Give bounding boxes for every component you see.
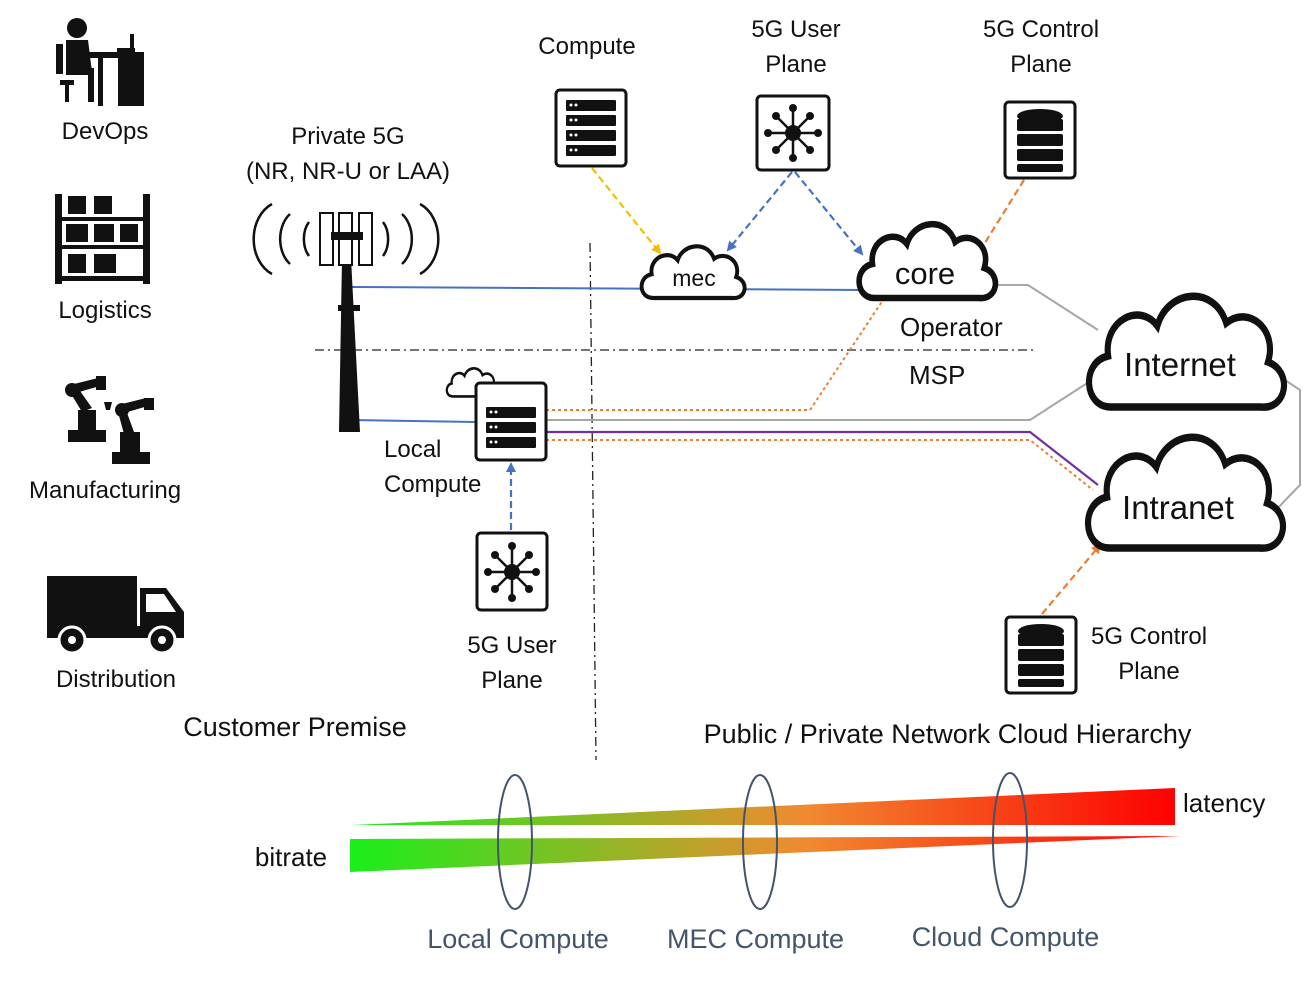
- industry-label-distribution: Distribution: [55, 666, 177, 693]
- private-5g-subtitle: (NR, NR-U or LAA): [245, 158, 450, 185]
- local-user-plane-label-line1: 5G User: [467, 632, 557, 659]
- latency-wedge: [352, 788, 1175, 825]
- bottom-control-plane-label-line1: 5G Control: [1090, 623, 1208, 650]
- warehouse-shelves-icon: [55, 194, 150, 284]
- local-to-core-control-link: [546, 299, 884, 411]
- local-user-plane-hub-icon[interactable]: [475, 531, 549, 612]
- worker-at-desk-icon: [56, 18, 144, 106]
- core-to-internet-link: [990, 284, 1099, 331]
- tier-label-mec: MEC Compute: [666, 924, 845, 954]
- userplane-to-mec-arrow: [726, 171, 793, 252]
- robot-arms-icon: [65, 376, 154, 464]
- compute-label: Compute: [538, 33, 636, 60]
- tier-label-local: Local Compute: [427, 924, 609, 954]
- compute-to-mec-arrow: [591, 167, 662, 255]
- local-to-intranet-control-link: [546, 439, 1094, 491]
- private-5g-title: Private 5G: [291, 123, 405, 150]
- user-plane-label-line1: 5G User: [751, 16, 841, 43]
- industry-label-logistics: Logistics: [58, 297, 152, 324]
- mec-cloud-label: mec: [672, 265, 716, 291]
- local-user-plane-label-line2: Plane: [481, 667, 543, 694]
- control-plane-database-icon[interactable]: [1003, 100, 1077, 180]
- delivery-truck-icon: [47, 576, 184, 655]
- mec-compute-tier-ring[interactable]: [742, 774, 778, 910]
- internet-cloud-label: Internet: [1124, 346, 1236, 383]
- core-cloud-label: core: [894, 256, 956, 291]
- local-control-plane-database-icon[interactable]: [1004, 615, 1078, 695]
- compute-server-icon[interactable]: [554, 88, 628, 168]
- userplane-to-core-arrow: [794, 171, 864, 256]
- control-to-intranet-arrow: [1041, 543, 1102, 615]
- msp-zone-label: MSP: [909, 360, 966, 390]
- bitrate-wedge: [350, 836, 1180, 872]
- radio-to-core-link: [351, 286, 863, 291]
- cloud-compute-tier-ring[interactable]: [992, 772, 1028, 908]
- user-plane-hub-icon[interactable]: [755, 94, 831, 172]
- bitrate-label: bitrate: [254, 842, 328, 872]
- radio-to-local-link: [351, 419, 477, 423]
- user-plane-label-line2: Plane: [765, 51, 827, 78]
- control-plane-label-line1: 5G Control: [982, 16, 1100, 43]
- industry-label-manufacturing: Manufacturing: [28, 477, 182, 504]
- cell-tower-icon: [252, 202, 440, 432]
- premise-divider: [589, 242, 597, 761]
- local-compute-label-line1: Local: [384, 436, 442, 463]
- latency-label: latency: [1183, 788, 1266, 818]
- control-to-core-arrow: [976, 179, 1025, 256]
- local-to-internet-link: [546, 379, 1093, 421]
- network-hierarchy-label: Public / Private Network Cloud Hierarchy: [703, 719, 1192, 749]
- industry-label-devops: DevOps: [61, 118, 149, 145]
- local-compute-tier-ring[interactable]: [497, 774, 533, 910]
- bottom-control-plane-label-line2: Plane: [1118, 658, 1180, 685]
- intranet-cloud-label: Intranet: [1122, 489, 1234, 526]
- local-compute-label-line2: Compute: [384, 471, 482, 498]
- tier-label-cloud: Cloud Compute: [911, 922, 1100, 952]
- local-to-intranet-link: [546, 430, 1099, 486]
- customer-premise-label: Customer Premise: [183, 712, 407, 742]
- local-compute-server-icon[interactable]: [445, 367, 548, 462]
- operator-zone-label: Operator: [900, 312, 1003, 342]
- control-plane-label-line2: Plane: [1010, 51, 1072, 78]
